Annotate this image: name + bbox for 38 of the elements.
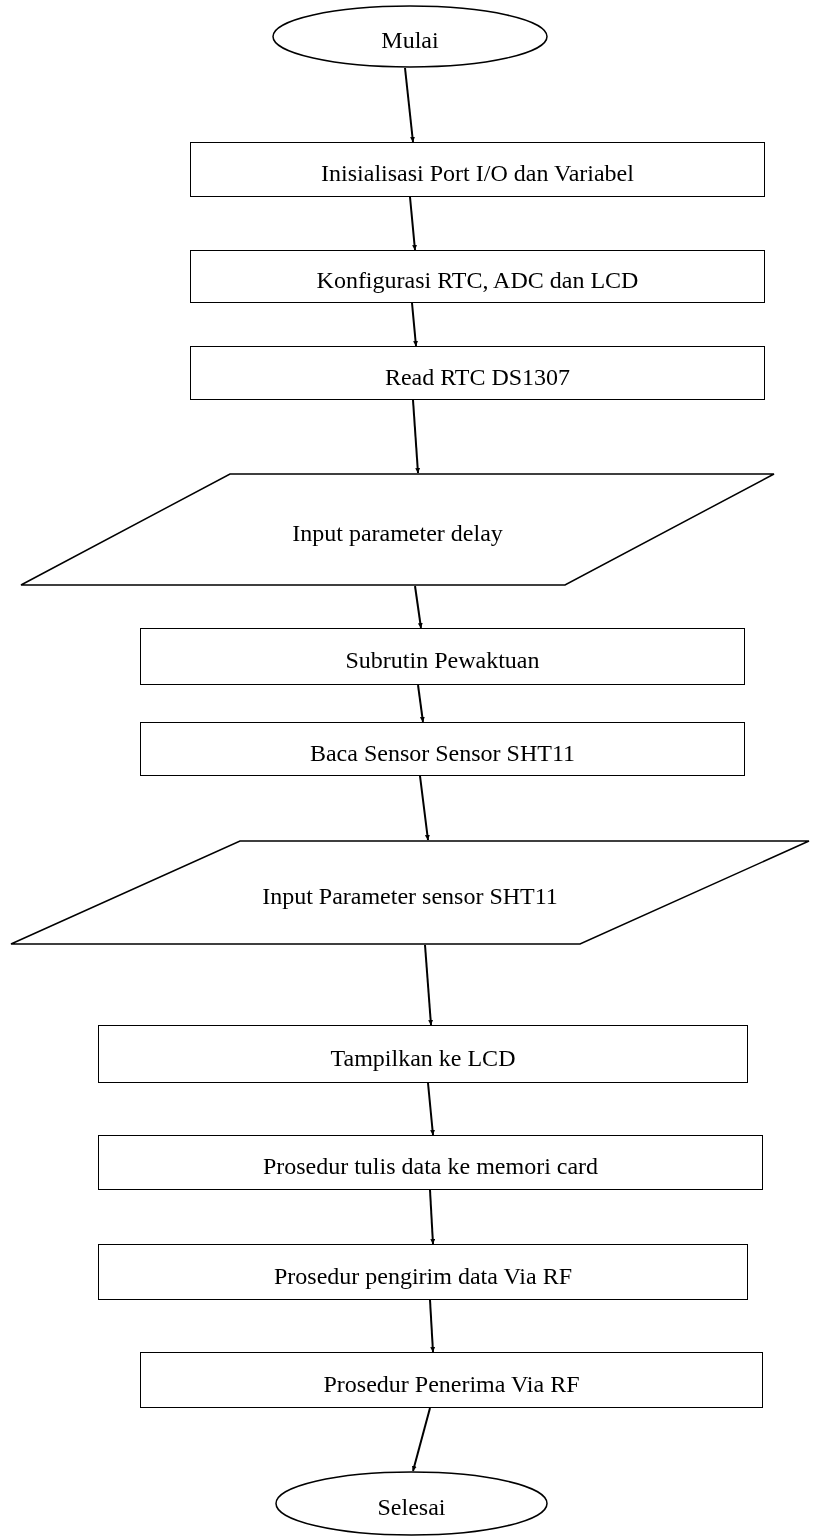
node-label: Read RTC DS1307 <box>384 362 571 391</box>
arrow <box>411 302 419 347</box>
node-label: Konfigurasi RTC, ADC dan LCD <box>316 266 639 294</box>
process-box <box>140 1352 763 1408</box>
node-label: Prosedur pengirim data Via RF <box>273 1261 573 1290</box>
arrow <box>429 1189 436 1245</box>
node-label: Prosedur Penerima Via RF <box>323 1369 580 1398</box>
process-box <box>190 346 765 400</box>
node-label: Prosedur tulis data ke memori card <box>262 1152 599 1180</box>
arrow <box>429 1299 436 1353</box>
node-label: Input Parameter sensor SHT11 <box>262 882 558 910</box>
arrow <box>414 585 423 629</box>
node-label: Selesai <box>377 1493 446 1521</box>
process-box <box>190 142 765 197</box>
terminator-ellipse <box>275 1471 548 1536</box>
process-box <box>140 628 745 685</box>
node-label: Baca Sensor Sensor SHT11 <box>309 738 576 767</box>
arrow <box>427 1082 435 1136</box>
arrow <box>409 196 417 251</box>
input-parallelogram <box>20 473 775 586</box>
arrow <box>411 1407 431 1472</box>
arrow <box>419 775 430 841</box>
process-box <box>98 1025 748 1083</box>
node-label: Tampilkan ke LCD <box>330 1043 516 1072</box>
arrow <box>404 67 415 143</box>
terminator-ellipse <box>272 5 548 68</box>
node-label: Inisialisasi Port I/O dan Variabel <box>321 159 634 187</box>
arrow <box>412 399 421 474</box>
process-box <box>140 722 745 776</box>
input-parallelogram <box>10 840 810 945</box>
node-label: Mulai <box>381 26 439 54</box>
node-label: Input parameter delay <box>292 519 503 547</box>
arrow <box>417 684 425 723</box>
arrow <box>424 944 434 1026</box>
process-box <box>98 1135 763 1190</box>
process-box <box>98 1244 748 1300</box>
process-box <box>190 250 765 303</box>
node-label: Subrutin Pewaktuan <box>345 646 540 674</box>
